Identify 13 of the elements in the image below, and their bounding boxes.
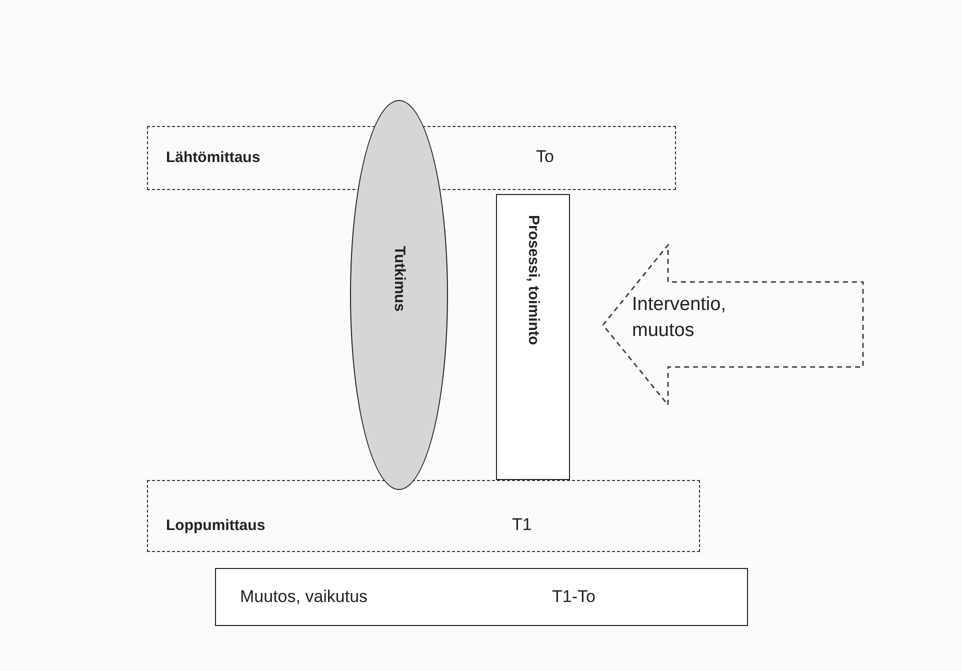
stage-label: Loppumittaus	[166, 516, 266, 536]
time-label: T1	[512, 515, 532, 535]
time-label: To	[536, 147, 554, 167]
process-label: Prosessi, toiminto	[524, 215, 543, 346]
process-box	[496, 194, 570, 480]
result-label: Muutos, vaikutus	[240, 587, 368, 607]
arrow-label: Interventio, muutos	[632, 293, 727, 343]
block-arrow	[602, 244, 864, 406]
dashed-box	[147, 480, 700, 552]
ellipse-label: Tutkimus	[390, 246, 409, 312]
result-box	[215, 568, 748, 626]
stage-label: Lähtömittaus	[166, 148, 260, 168]
time-label: T1-To	[552, 587, 596, 607]
